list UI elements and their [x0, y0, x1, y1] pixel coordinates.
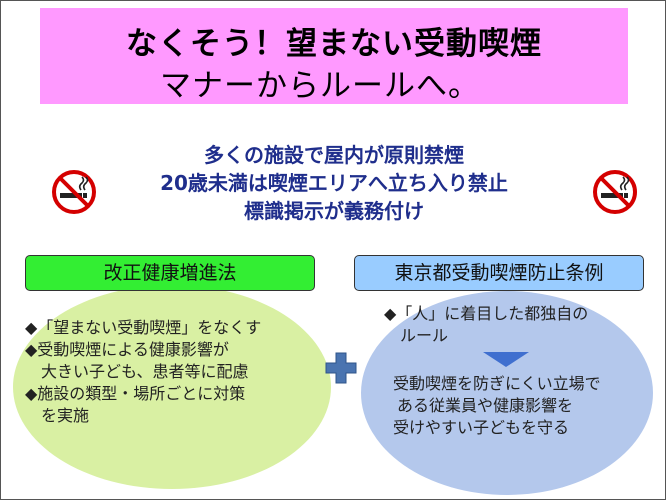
right-line-2: ルール — [384, 326, 449, 345]
no-smoking-icon — [592, 169, 638, 215]
left-ellipse — [13, 285, 331, 489]
title-banner: なくそう！望まない受動喫煙 マナーからルールへ。 — [40, 8, 628, 104]
right-line-1: ◆「人」に着目した都独自の — [384, 304, 589, 323]
right-ellipse — [361, 291, 653, 495]
right-sub-line-1: 受動喫煙を防ぎにくい立場で — [393, 374, 601, 393]
left-line-5: を実施 — [25, 406, 90, 425]
law-label-left: 改正健康増進法 — [25, 255, 315, 291]
center-line-3: 標識掲示が義務付け — [244, 199, 424, 223]
law-label-right: 東京都受動喫煙防止条例 — [354, 255, 644, 291]
no-smoking-icon — [51, 169, 97, 215]
down-triangle-icon — [483, 352, 529, 367]
center-line-2: 20歳未満は喫煙エリアへ立ち入り禁止 — [160, 171, 508, 195]
left-line-1: ◆「望まない受動喫煙」をなくす — [25, 318, 262, 337]
left-bullet-list: ◆「望まない受動喫煙」をなくす ◆受動喫煙による健康影響が 大きい子ども、患者等… — [25, 317, 261, 427]
left-line-4: ◆施設の類型・場所ごとに対策 — [25, 384, 246, 403]
right-bullet-list: ◆「人」に着目した都独自の ルール — [384, 303, 588, 347]
plus-icon — [324, 351, 358, 389]
title-line-2: マナーからルールへ。 — [160, 68, 480, 104]
right-sub-text: 受動喫煙を防ぎにくい立場で ある従業員や健康影響を 受けやすい子どもを守る — [393, 373, 643, 439]
left-line-3: 大きい子ども、患者等に配慮 — [25, 362, 249, 381]
right-sub-line-3: 受けやすい子どもを守る — [393, 418, 570, 437]
title-line-1: なくそう！望まない受動喫煙 — [126, 26, 542, 62]
center-line-1: 多くの施設で屋内が原則禁煙 — [204, 143, 464, 167]
right-sub-line-2: ある従業員や健康影響を — [397, 396, 574, 415]
left-line-2: ◆受動喫煙による健康影響が — [25, 340, 229, 359]
center-message: 多くの施設で屋内が原則禁煙 20歳未満は喫煙エリアへ立ち入り禁止 標識掲示が義務… — [101, 141, 567, 225]
